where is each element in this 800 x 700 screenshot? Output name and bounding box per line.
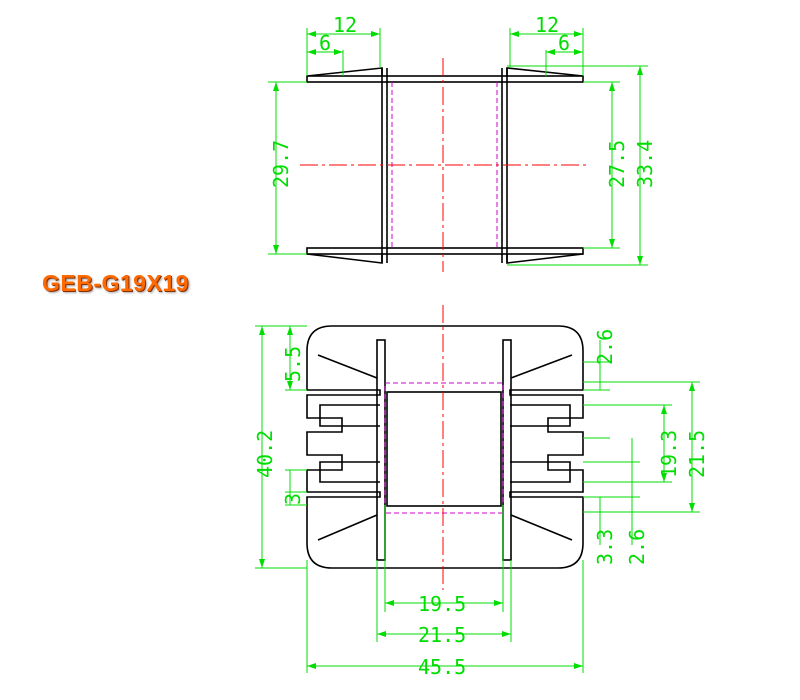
flange-plate-left — [376, 339, 386, 561]
flange-plate-right — [502, 339, 512, 561]
bottom-view — [306, 325, 584, 569]
dimension-lines — [255, 28, 700, 673]
dim-right-19-3: 19.3 — [657, 430, 681, 478]
rib-bottom-left — [317, 514, 378, 541]
top-flange — [306, 75, 584, 83]
bottom-view-hidden-lines — [384, 382, 504, 514]
dim-right-33-4: 33.4 — [633, 140, 657, 188]
pin-taper-bottom-left — [306, 253, 383, 264]
slot-right-2 — [510, 461, 571, 483]
rib-bottom-right — [510, 514, 573, 541]
slot-left-2 — [319, 461, 380, 483]
slot-right-1 — [510, 404, 571, 427]
dim-left-40-2: 40.2 — [253, 430, 277, 478]
top-view-centerlines — [300, 58, 590, 272]
bobbin-outline — [306, 325, 584, 569]
dim-left-3: 3 — [281, 493, 305, 505]
pin-taper-top-right — [506, 67, 584, 77]
pin-taper-top-left — [306, 67, 383, 77]
dim-right-21-5: 21.5 — [685, 430, 709, 478]
dim-bottom-45-5: 45.5 — [418, 655, 466, 679]
bottom-flange — [306, 247, 584, 255]
dim-bottom-19-5: 19.5 — [418, 592, 466, 616]
dim-left-5-5: 5.5 — [281, 346, 305, 382]
pin-taper-bottom-right — [506, 253, 584, 264]
dim-right-27-5: 27.5 — [605, 140, 629, 188]
dim-bottom-21-5: 21.5 — [418, 623, 466, 647]
dim-top-right-6: 6 — [558, 31, 570, 55]
dim-top-right-12: 12 — [535, 13, 559, 37]
core-window — [386, 391, 502, 507]
dim-right-2-6-top: 2.6 — [593, 329, 617, 365]
dim-right-3-3: 3.3 — [593, 529, 617, 565]
dim-left-29-7: 29.7 — [269, 140, 293, 188]
dimension-arrows — [259, 31, 695, 669]
rib-top-left — [317, 354, 378, 379]
part-title: GEB-G19X19 — [42, 270, 189, 296]
dim-top-left-6: 6 — [319, 31, 331, 55]
slot-left-1 — [319, 404, 380, 427]
dim-right-2-6-bottom: 2.6 — [625, 529, 649, 565]
rib-top-right — [510, 354, 573, 379]
dim-top-left-12: 12 — [333, 13, 357, 37]
